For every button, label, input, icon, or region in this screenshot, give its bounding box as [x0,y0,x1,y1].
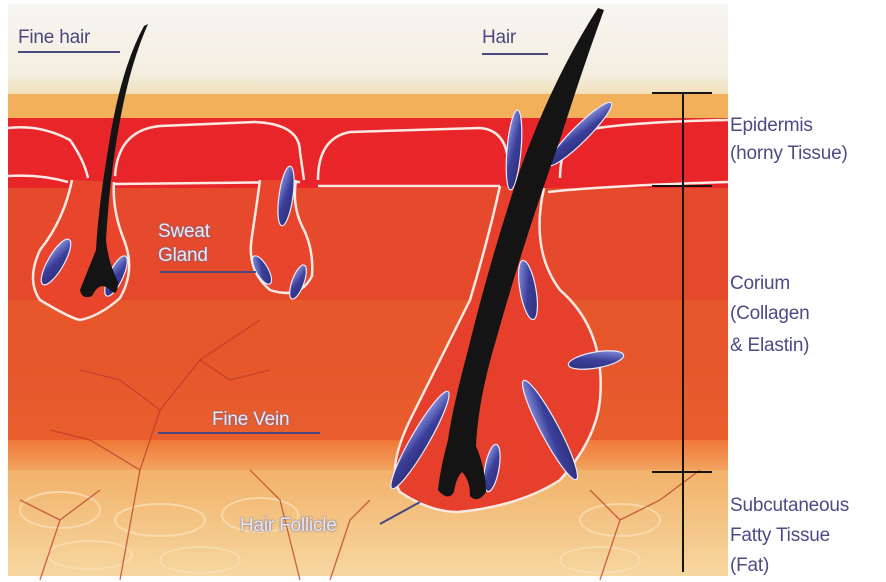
label-fine-vein: Fine Vein [212,408,289,431]
label-sweat-gland-line-2: Gland [158,244,208,267]
layer-subcutaneous-title: Subcutaneous [730,494,849,517]
layer-subcutaneous-subtitle-2: (Fat) [730,554,769,577]
layer-epidermis-subtitle: (horny Tissue) [730,142,848,165]
layer-epidermis-title: Epidermis [730,114,813,137]
label-hair-follicle: Hair Follicle [240,514,337,537]
skin-surface-sky [8,4,728,104]
label-fine-hair: Fine hair [18,26,90,49]
label-hair: Hair [482,26,516,49]
corium-lower-layer [8,300,728,440]
layer-corium-subtitle-2: & Elastin) [730,334,809,357]
layer-corium-subtitle-1: (Collagen [730,302,810,325]
layer-corium-title: Corium [730,272,790,295]
layer-subcutaneous-subtitle-1: Fatty Tissue [730,524,830,547]
label-sweat-gland-line-1: Sweat [158,220,210,243]
